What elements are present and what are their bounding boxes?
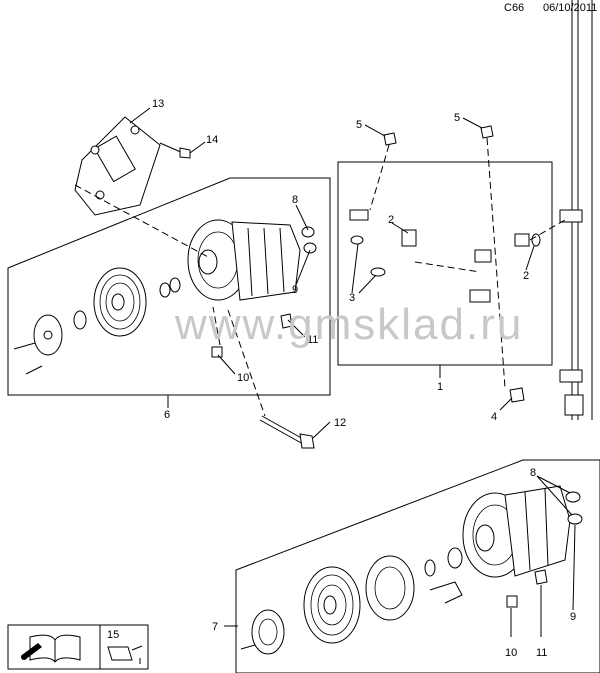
callout-4: 4 <box>491 411 497 423</box>
coil-7 <box>365 555 415 621</box>
hose-assembly-frame <box>337 161 553 366</box>
align-line-1 <box>74 184 211 259</box>
bolt-14 <box>159 142 191 159</box>
callout-8-bottom: 8 <box>530 467 536 479</box>
seal-2 <box>531 233 541 247</box>
callout-5-left: 5 <box>356 119 362 131</box>
pulley-6 <box>93 267 147 337</box>
callout-9-top: 9 <box>292 284 298 296</box>
wire-7 <box>429 581 463 604</box>
o-ring-8b <box>303 242 317 254</box>
page-code: C66 <box>504 2 525 14</box>
callout-12: 12 <box>334 417 346 429</box>
ring-6 <box>169 277 181 293</box>
shim-6 <box>159 282 171 298</box>
seal-3b <box>370 267 386 277</box>
o-ring-8 <box>301 226 315 238</box>
clutch-plate-6 <box>33 314 63 356</box>
callout-2-right: 2 <box>523 270 529 282</box>
refrigerant-hose <box>349 179 530 317</box>
compressor-alt <box>462 485 571 578</box>
callout-9-bottom: 9 <box>570 611 576 623</box>
callout-3: 3 <box>349 292 355 304</box>
pulley-7 <box>303 566 361 644</box>
callout-11-top: 11 <box>307 334 318 346</box>
compressor-main <box>187 219 301 301</box>
compressor-assembly-frame <box>7 177 331 396</box>
bolt-4 <box>509 387 525 403</box>
clutch-plate-7 <box>251 609 285 655</box>
bolt-12 <box>259 415 315 449</box>
callout-7: 7 <box>212 621 218 633</box>
callout-5-right: 5 <box>454 112 460 124</box>
callout-1: 1 <box>437 381 443 393</box>
callout-15: 15 <box>107 629 119 641</box>
align-line-6 <box>529 219 566 241</box>
callout-10-bottom: 10 <box>505 647 517 659</box>
align-line-3 <box>369 144 390 211</box>
sensor-11 <box>280 313 293 329</box>
callout-8-top: 8 <box>292 194 298 206</box>
ring-7a <box>424 559 436 577</box>
align-line-7 <box>212 306 221 346</box>
alt-compressor-frame <box>235 459 600 673</box>
callout-2-left: 2 <box>388 214 394 226</box>
callout-14: 14 <box>206 134 218 146</box>
screw-7 <box>240 644 256 650</box>
screw-10b <box>506 595 518 608</box>
manual-wrench-icon <box>21 634 81 663</box>
oil-can-icon <box>107 645 143 664</box>
watermark: www.gmsklad.ru <box>175 300 524 349</box>
o-ring-8c <box>565 491 581 503</box>
align-line-4 <box>486 137 506 389</box>
screw-6b <box>25 365 43 375</box>
condenser <box>559 0 593 420</box>
screw-6a <box>13 342 36 350</box>
nut-5b <box>480 125 494 139</box>
nut-5a <box>383 132 397 146</box>
screw-10 <box>211 346 223 358</box>
ring-7b <box>447 547 463 569</box>
align-line-2 <box>227 309 266 417</box>
callout-11-bottom: 11 <box>536 647 547 659</box>
tool-legend: 15 <box>7 624 149 670</box>
callout-10-top: 10 <box>237 372 249 384</box>
leader-lines <box>129 107 576 637</box>
align-line-5 <box>414 261 481 273</box>
sensor-11b <box>534 569 548 585</box>
callout-6: 6 <box>164 409 170 421</box>
callout-13: 13 <box>152 98 164 110</box>
snap-ring-6 <box>73 310 87 330</box>
seal-3a <box>350 235 364 245</box>
page-date: 06/10/2011 <box>543 2 598 14</box>
o-ring-9c <box>567 513 583 525</box>
bracket-part <box>74 116 161 216</box>
